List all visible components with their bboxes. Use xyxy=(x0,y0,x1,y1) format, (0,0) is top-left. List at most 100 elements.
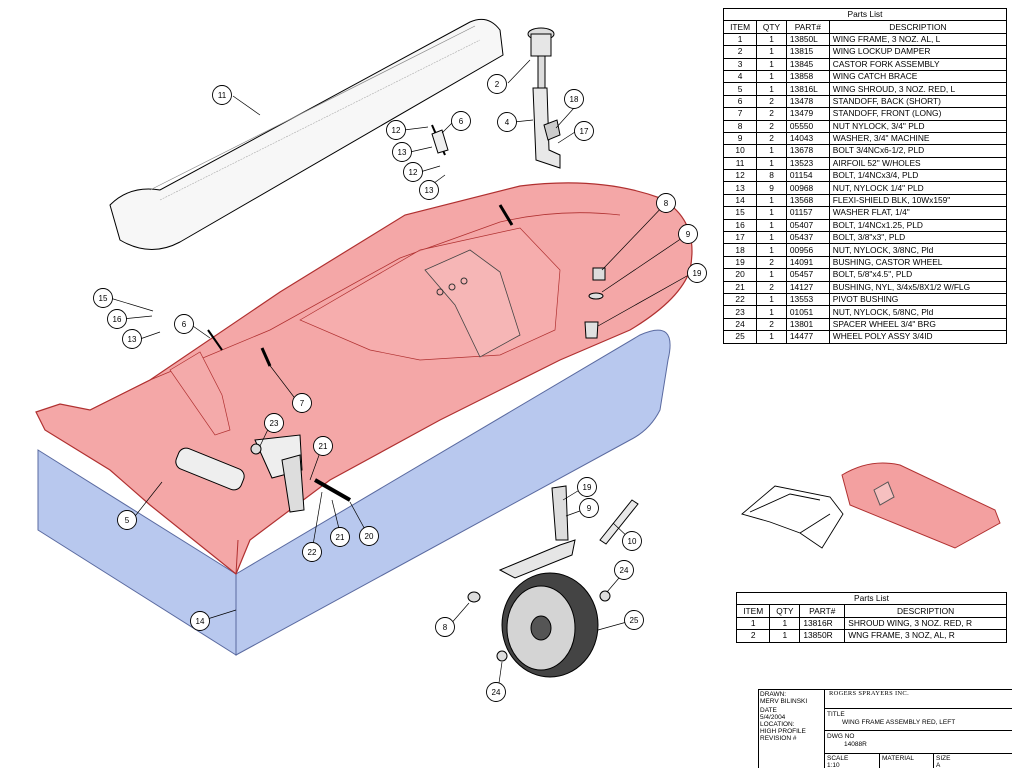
part-number: 13801 xyxy=(785,317,830,332)
quantity: 1 xyxy=(756,69,787,84)
callout-8: 8 xyxy=(656,193,676,213)
part-number: 13850L xyxy=(785,32,830,47)
quantity: 1 xyxy=(756,144,787,158)
part-number: 05407 xyxy=(785,218,830,233)
item-number: 1 xyxy=(735,616,771,631)
size-label: SIZE xyxy=(936,755,951,762)
header-description: DESCRIPTION xyxy=(844,604,1007,618)
quantity: 1 xyxy=(756,45,787,59)
callout-bubble xyxy=(264,413,284,433)
callout-label: 8 xyxy=(664,199,669,208)
item-number: 2 xyxy=(735,629,771,643)
quantity: 2 xyxy=(756,119,787,133)
header-qty: QTY xyxy=(756,20,787,34)
quantity: 2 xyxy=(756,94,787,109)
quantity: 2 xyxy=(756,131,787,146)
quantity: 1 xyxy=(756,193,787,208)
item-number: 19 xyxy=(722,255,758,270)
callout-19: 19 xyxy=(687,263,707,283)
quantity: 1 xyxy=(756,292,787,307)
part-number: 01154 xyxy=(785,169,830,183)
callout-21: 21 xyxy=(330,527,350,547)
quantity: 1 xyxy=(756,305,787,319)
callout-label: 25 xyxy=(630,616,639,625)
callout-label: 19 xyxy=(693,269,702,278)
callout-label: 13 xyxy=(425,186,434,195)
callout-label: 12 xyxy=(409,168,418,177)
description: NUT, NYLOCK, 3/8NC, Pld xyxy=(828,243,1008,257)
airfoil xyxy=(109,18,504,251)
item-number: 15 xyxy=(722,206,758,220)
parts-list-caption: Parts List xyxy=(723,7,1007,22)
callout-bubble xyxy=(624,610,644,630)
callout-24: 24 xyxy=(486,682,506,702)
part-number: 13678 xyxy=(785,144,830,158)
callout-13: 13 xyxy=(419,180,439,200)
callout-label: 8 xyxy=(443,623,448,632)
company-name: ROGERS SPRAYERS INC. xyxy=(829,690,909,697)
callout-label: 22 xyxy=(308,548,317,557)
quantity: 2 xyxy=(756,317,787,332)
callout-bubble xyxy=(122,329,142,349)
dwg-no-label: DWG NO xyxy=(827,733,855,740)
item-number: 21 xyxy=(722,280,758,295)
description: WASHER, 3/4" MACHINE xyxy=(828,131,1008,146)
part-number: 05457 xyxy=(785,268,830,282)
part-number: 05437 xyxy=(785,231,830,245)
description: CASTOR FORK ASSEMBLY xyxy=(828,57,1008,71)
callout-label: 20 xyxy=(365,532,374,541)
callout-label: 6 xyxy=(459,117,464,126)
part-number: 14043 xyxy=(785,131,830,146)
callout-label: 24 xyxy=(492,688,501,697)
callout-label: 21 xyxy=(336,533,345,542)
part-number: 13858 xyxy=(785,69,830,84)
description: WASHER FLAT, 1/4" xyxy=(828,206,1008,220)
item-number: 18 xyxy=(722,243,758,257)
item-number: 11 xyxy=(722,156,758,171)
callout-bubble xyxy=(579,498,599,518)
right-hand-frame-thumbnail xyxy=(741,485,844,549)
revision-label: REVISION # xyxy=(760,735,797,742)
callout-bubble xyxy=(174,314,194,334)
quantity: 2 xyxy=(756,255,787,270)
callout-22: 22 xyxy=(302,542,322,562)
item-number: 23 xyxy=(722,305,758,319)
quantity: 9 xyxy=(756,181,787,195)
hardware xyxy=(207,124,606,455)
callout-bubble xyxy=(107,309,127,329)
description: BUSHING, NYL, 3/4x5/8X1/2 W/FLG xyxy=(828,280,1008,295)
quantity: 1 xyxy=(756,218,787,233)
callout-label: 12 xyxy=(392,126,401,135)
description: WING CATCH BRACE xyxy=(828,69,1008,84)
callout-15: 15 xyxy=(93,288,113,308)
callout-9: 9 xyxy=(579,498,599,518)
size-value: A xyxy=(936,762,941,769)
callout-bubble xyxy=(359,526,379,546)
callout-20: 20 xyxy=(359,526,379,546)
material-label: MATERIAL xyxy=(882,755,915,762)
callout-bubble xyxy=(486,682,506,702)
quantity: 1 xyxy=(769,629,801,643)
header-part: PART# xyxy=(799,604,846,618)
callout-25: 25 xyxy=(624,610,644,630)
description: WING LOCKUP DAMPER xyxy=(828,45,1008,59)
callout-4: 4 xyxy=(497,112,517,132)
quantity: 2 xyxy=(756,107,787,121)
item-number: 10 xyxy=(722,144,758,158)
item-number: 12 xyxy=(722,169,758,183)
callout-6: 6 xyxy=(174,314,194,334)
part-number: 13523 xyxy=(785,156,830,171)
